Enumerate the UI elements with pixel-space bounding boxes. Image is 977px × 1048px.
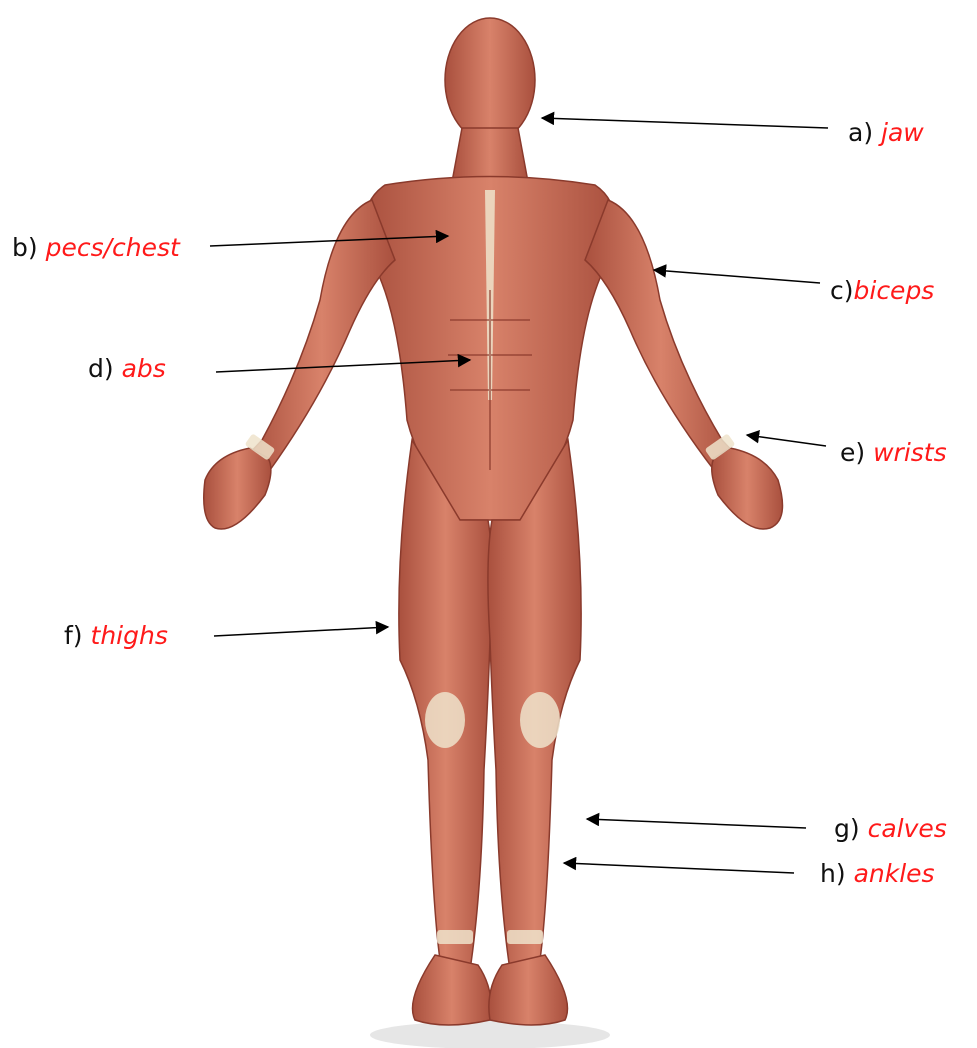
label-letter: d) <box>88 354 114 383</box>
arrow-jaw <box>542 118 828 128</box>
arrow-wrists <box>747 435 826 446</box>
right-foot <box>489 955 568 1025</box>
label-letter: e) <box>840 438 865 467</box>
arrow-biceps <box>654 270 820 283</box>
label-answer: ankles <box>854 859 935 888</box>
right-hand <box>712 448 783 529</box>
label-pecs-chest: b) pecs/chest <box>12 233 180 263</box>
label-wrists: e) wrists <box>840 438 947 468</box>
floor-reflection <box>370 1021 610 1048</box>
label-biceps: c)biceps <box>830 276 934 306</box>
label-letter: b) <box>12 233 38 262</box>
label-ankles: h) ankles <box>820 859 935 889</box>
label-letter: c) <box>830 276 854 305</box>
label-answer: calves <box>868 814 947 843</box>
label-thighs: f) thighs <box>64 621 168 651</box>
label-jaw: a) jaw <box>848 118 924 148</box>
arrow-ankles-line <box>564 863 794 873</box>
head <box>445 18 535 142</box>
label-answer: jaw <box>881 118 924 147</box>
label-answer: biceps <box>854 276 935 305</box>
left-hand <box>204 448 271 529</box>
body-silhouette <box>204 18 783 1025</box>
label-answer: abs <box>122 354 166 383</box>
neck <box>452 128 528 182</box>
label-answer: thighs <box>91 621 168 650</box>
label-answer: wrists <box>873 438 947 467</box>
arrow-calves <box>587 819 806 828</box>
left-foot <box>413 955 492 1025</box>
label-letter: g) <box>834 814 860 843</box>
right-arm <box>585 200 736 470</box>
left-arm <box>248 200 395 470</box>
label-letter: a) <box>848 118 873 147</box>
label-letter: h) <box>820 859 846 888</box>
label-answer: pecs/chest <box>46 233 180 262</box>
label-letter: f) <box>64 621 83 650</box>
arrow-thighs <box>214 627 388 636</box>
label-abs: d) abs <box>88 354 166 384</box>
label-calves: g) calves <box>834 814 947 844</box>
